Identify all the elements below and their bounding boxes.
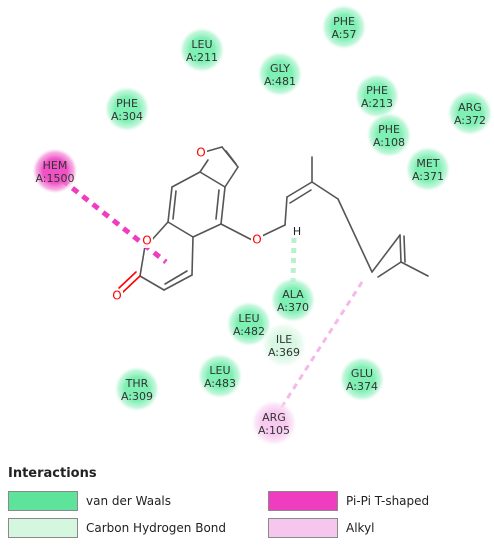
lactone-oxygen-atom: O — [142, 234, 151, 248]
residue-name: ARG — [458, 101, 482, 114]
residue-number: A:374 — [346, 380, 378, 393]
residue-number: A:213 — [361, 97, 393, 110]
legend-swatch-carbon-hydrogen-bond — [8, 518, 78, 538]
legend-label-alkyl: Alkyl — [346, 521, 375, 535]
residue-disc — [340, 357, 384, 401]
carbon-hydrogen-bond-line — [290, 237, 297, 283]
ether-oxygen-atom: O — [252, 233, 261, 247]
residue-name: ALA — [282, 288, 304, 301]
legend-item-pi-pi-t-shaped: Pi-Pi T-shaped — [268, 490, 429, 512]
residue-number: A:309 — [121, 390, 153, 403]
residue-number: A:371 — [412, 170, 444, 183]
residue-number: A:211 — [186, 51, 218, 64]
residue-number: A:481 — [264, 75, 296, 88]
residue-disc — [105, 87, 149, 131]
residue-name: LEU — [238, 312, 259, 325]
legend-title: Interactions — [8, 466, 97, 481]
legend-swatch-pi-pi-t-shaped — [268, 491, 338, 511]
residue-number: A:369 — [268, 346, 300, 359]
residue-number: A:1500 — [35, 172, 74, 185]
residue-name: PHE — [116, 97, 138, 110]
residue-number: A:483 — [204, 377, 236, 390]
residue-disc — [180, 28, 224, 72]
residue-name: LEU — [191, 38, 212, 51]
residue-name: GLU — [351, 367, 373, 380]
ligand-atom-labels: O O O O H — [111, 146, 301, 303]
legend-item-alkyl: Alkyl — [268, 517, 375, 539]
furan-oxygen-atom: O — [196, 146, 205, 160]
residue-name: ILE — [276, 333, 292, 346]
residue-name: PHE — [378, 123, 400, 136]
interaction-diagram: O O O O H PHEA:57LEUA:211GLYA:481PHEA:21… — [33, 5, 492, 445]
residue-number: A:105 — [258, 424, 290, 437]
residue-disc — [198, 354, 242, 398]
residue-name: THR — [125, 377, 149, 390]
carbonyl-oxygen-atom: O — [112, 289, 121, 303]
legend-swatch-van-der-waals — [8, 491, 78, 511]
residue-disc — [115, 367, 159, 411]
legend-label-van-der-waals: van der Waals — [86, 494, 172, 508]
legend-label-pi-pi-t-shaped: Pi-Pi T-shaped — [346, 494, 430, 508]
alkyl-interaction-line — [274, 281, 364, 417]
legend-label-carbon-hydrogen-bond: Carbon Hydrogen Bond — [86, 521, 227, 535]
residue-number: A:372 — [454, 114, 486, 127]
residue-number: A:304 — [111, 110, 143, 123]
residue-number: A:108 — [373, 136, 405, 149]
ligand-structure — [118, 146, 429, 293]
residue-disc — [252, 401, 296, 445]
residue-name: ARG — [262, 411, 286, 424]
residue-number: A:57 — [331, 28, 356, 41]
residue-name: HEM — [43, 159, 68, 172]
residue-disc — [355, 74, 399, 118]
residue-number: A:370 — [277, 301, 309, 314]
legend-item-van-der-waals: van der Waals — [8, 490, 171, 512]
residue-disc — [227, 302, 271, 346]
legend-swatch-alkyl — [268, 518, 338, 538]
legend: Interactions van der Waals Carbon Hydrog… — [0, 462, 494, 550]
residue-name: GLY — [270, 62, 290, 75]
residue-disc — [33, 149, 77, 193]
residue-name: PHE — [366, 84, 388, 97]
residue-name: PHE — [333, 15, 355, 28]
residue-disc — [367, 113, 411, 157]
residue-number: A:482 — [233, 325, 265, 338]
legend-item-carbon-hydrogen-bond: Carbon Hydrogen Bond — [8, 517, 226, 539]
hydrogen-atom: H — [293, 225, 301, 238]
residue-disc — [322, 5, 366, 49]
residue-disc — [258, 52, 302, 96]
residue-name: LEU — [209, 364, 230, 377]
residue-name: MET — [416, 157, 439, 170]
residue-disc — [262, 323, 306, 367]
residue-disc — [271, 278, 315, 322]
residue-disc — [406, 147, 450, 191]
residue-disc — [448, 91, 492, 135]
